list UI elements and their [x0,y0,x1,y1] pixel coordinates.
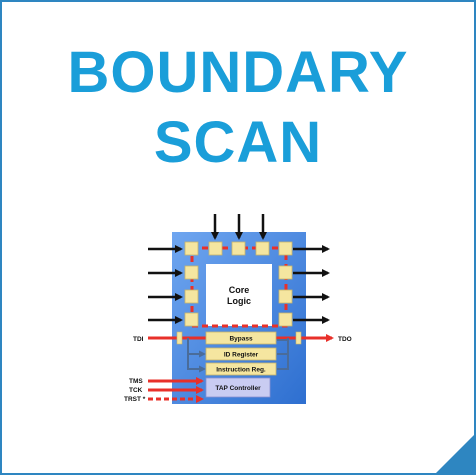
boundary-cell [278,241,293,256]
tdi-cell [176,331,183,345]
scan-path-ring [190,246,288,328]
tck-label: TCK [129,387,143,394]
control-signal-lines [148,377,204,403]
boundary-cell [208,241,223,256]
left-input-arrows [148,245,183,324]
tdo-cell [295,331,302,345]
boundary-cell [184,289,199,304]
boundary-cell [278,312,293,327]
tdi-label: TDI [133,336,144,343]
boundary-cell [184,241,199,256]
boundary-cell [255,241,270,256]
tap-controller [205,377,271,398]
instruction-register [205,362,277,376]
id-register [205,347,277,361]
boundary-cell [184,265,199,280]
boundary-cell [184,312,199,327]
boundary-cells [184,241,293,327]
tdo-label: TDO [338,336,352,343]
corner-triangle [436,435,474,473]
core-logic-label-2: Logic [227,296,251,306]
title-line-1: BOUNDARY [67,40,409,105]
boundary-cell [278,289,293,304]
tms-label: TMS [129,378,143,385]
top-input-arrows [211,214,267,240]
core-logic-label-1: Core [229,285,250,295]
instruction-register-label: Instruction Reg. [216,367,266,374]
tap-controller-label: TAP Controller [215,385,261,392]
boundary-cell [231,241,246,256]
trst-label: TRST * [124,396,146,403]
boundary-cell [278,265,293,280]
id-register-label: ID Register [224,352,259,359]
right-output-arrows [293,245,330,324]
bypass-register [205,331,277,345]
title-line-2: SCAN [153,110,323,175]
bypass-label: Bypass [229,336,253,343]
core-logic-box [206,264,272,326]
register-feed-lines [187,338,289,373]
